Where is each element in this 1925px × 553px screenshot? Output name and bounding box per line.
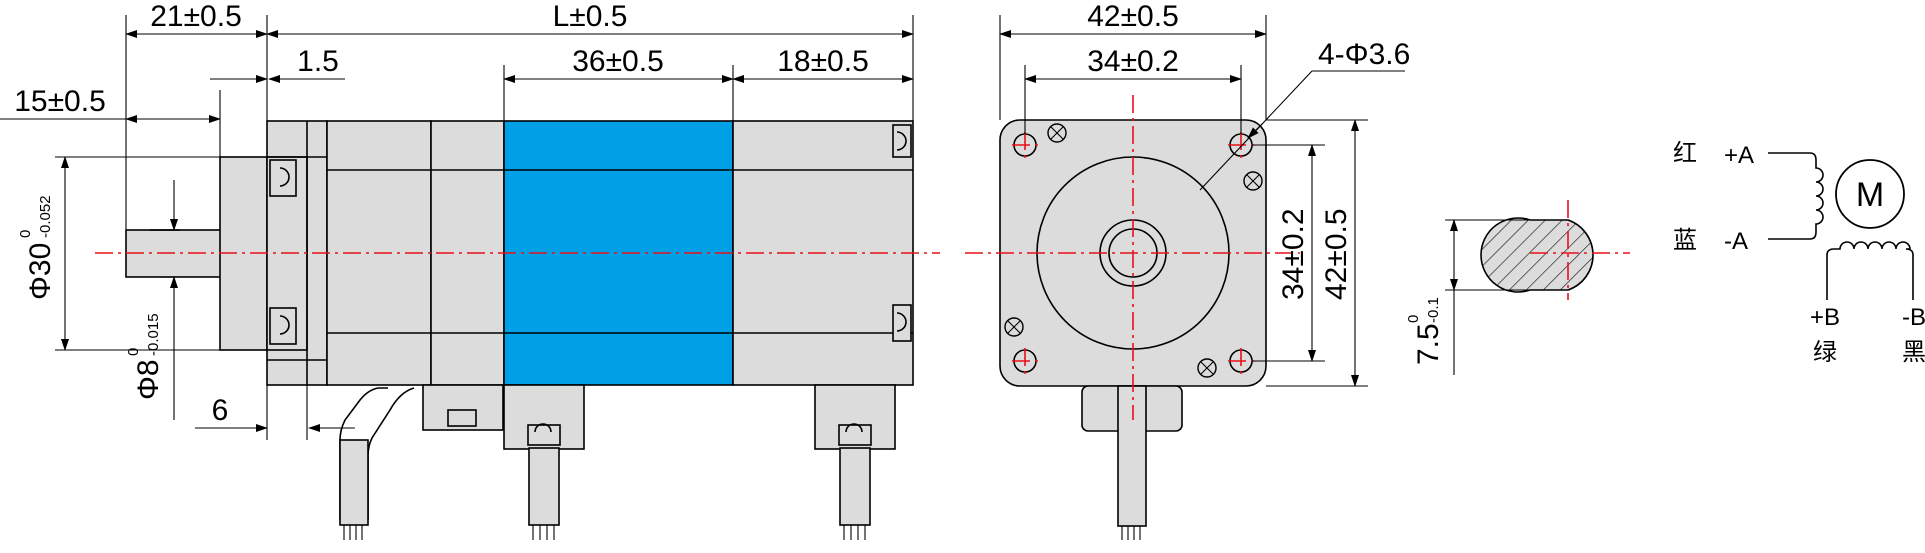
- wire-rear: [839, 447, 871, 526]
- dim-text-18: 18±0.5: [777, 45, 869, 78]
- dim-text-34-h: 34±0.2: [1087, 45, 1179, 78]
- coil-b: [1826, 241, 1914, 300]
- side-dimensions: 21±0.5 L±0.5 1.5 36±0.5 18±0.5 15±0.5 Φ3…: [0, 0, 914, 440]
- dim-tol-7-5-lower: -0.1: [1425, 297, 1442, 323]
- dim-text-phi30: Φ30: [24, 243, 57, 300]
- dim-text-7-5: 7.5: [1412, 323, 1445, 365]
- wire-color-green: 绿: [1813, 338, 1837, 366]
- dim-text-1-5: 1.5: [297, 45, 339, 78]
- coil-a: [1768, 152, 1824, 240]
- wire-left: [339, 439, 369, 526]
- wire-label-a-plus: +A: [1724, 142, 1754, 169]
- dim-tol-phi8-lower: -0.015: [145, 313, 162, 356]
- front-view: [965, 95, 1300, 540]
- dim-tol-phi8-upper: 0: [125, 348, 142, 356]
- wire-color-blue: 蓝: [1673, 226, 1697, 254]
- dim-text-6: 6: [212, 394, 229, 427]
- shaft-section-dflat: [1480, 217, 1594, 293]
- wire-color-red: 红: [1673, 139, 1697, 167]
- wire-label-b-plus: +B: [1810, 304, 1840, 331]
- shaft-section: 7.5 0 -0.1: [1405, 200, 1630, 375]
- dim-text-42-v: 42±0.5: [1320, 208, 1353, 300]
- dim-text-21: 21±0.5: [150, 0, 242, 33]
- wiring-diagram: 红 +A 蓝 -A M +B 绿 -B 黑: [1673, 139, 1925, 366]
- cable-bend: [339, 387, 388, 520]
- dim-text-34-v: 34±0.2: [1277, 208, 1310, 300]
- wire-mid: [528, 447, 560, 526]
- dim-tol-phi30-upper: 0: [17, 230, 34, 238]
- screw-front-top: [269, 159, 297, 197]
- dim-text-4-holes: 4-Φ3.6: [1318, 38, 1410, 71]
- motor-label: M: [1856, 176, 1884, 214]
- front-wire: [1117, 385, 1147, 527]
- dim-text-36: 36±0.5: [572, 45, 664, 78]
- side-view: [95, 120, 940, 540]
- screw-front-bottom: [269, 307, 297, 345]
- wire-label-b-minus: -B: [1902, 304, 1925, 331]
- front-dimensions: 42±0.5 34±0.2 4-Φ3.6 34±0.2 42±0.5: [999, 0, 1410, 387]
- wire-color-black: 黑: [1902, 338, 1925, 366]
- wire-label-a-minus: -A: [1724, 228, 1748, 255]
- dim-text-42-h: 42±0.5: [1087, 0, 1179, 33]
- dim-text-l: L±0.5: [553, 0, 628, 33]
- dim-tol-7-5-upper: 0: [1405, 315, 1422, 323]
- front-screws: [1004, 123, 1263, 378]
- motor-symbol: [1835, 159, 1905, 229]
- dim-text-phi8: Φ8: [132, 359, 165, 400]
- dim-text-15: 15±0.5: [14, 85, 106, 118]
- screw-rear-bottom: [892, 304, 912, 342]
- screw-rear-top: [892, 124, 912, 158]
- dim-tol-phi30-lower: -0.052: [37, 195, 54, 238]
